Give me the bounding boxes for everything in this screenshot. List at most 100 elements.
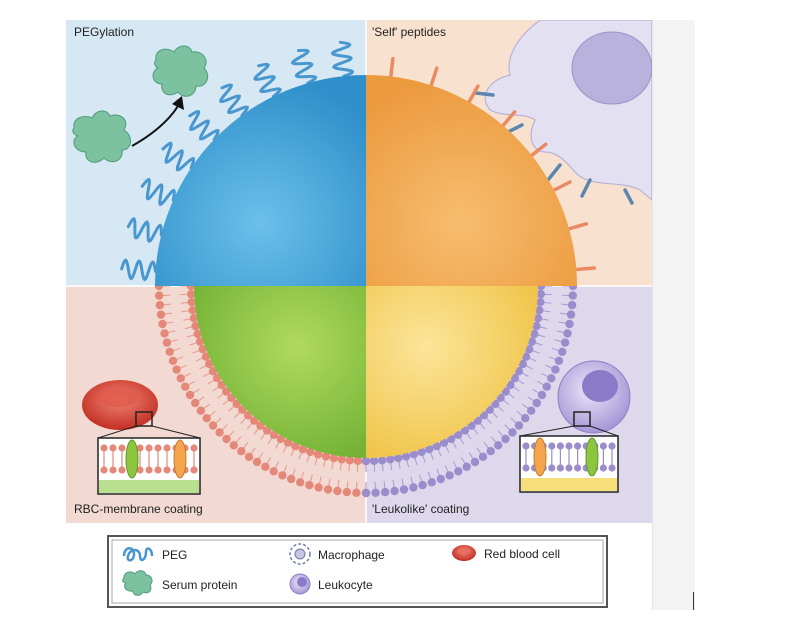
self-peptides-group — [388, 56, 597, 272]
lipid-head — [188, 306, 197, 315]
lipid-head — [521, 414, 530, 423]
peg-chain — [330, 40, 355, 78]
lipid-head — [462, 462, 471, 471]
lipid-head — [198, 345, 207, 354]
lipid-head — [537, 390, 547, 400]
lipid-head — [521, 352, 531, 361]
legend-label-peg: PEG — [162, 548, 187, 562]
lipid-head — [547, 374, 556, 383]
lipid-head — [215, 428, 224, 437]
lipid-head — [227, 393, 236, 402]
lipid-head — [305, 480, 314, 490]
lipid-head — [439, 438, 449, 447]
lipid-head — [191, 398, 200, 408]
lipid-head — [196, 406, 205, 415]
lipid-head — [536, 289, 545, 299]
lipid-head — [323, 485, 333, 494]
lipid-head — [172, 365, 181, 374]
lipid-head — [479, 411, 489, 420]
lipid-head — [473, 416, 482, 425]
lipid-head — [250, 416, 259, 425]
lipid-head — [535, 306, 544, 315]
legend-label-serum-protein: Serum protein — [162, 578, 237, 592]
lipid-head — [394, 453, 403, 463]
lipid-head — [191, 321, 200, 331]
lipid-head — [386, 455, 395, 464]
self-peptide — [565, 222, 589, 232]
lipid-head — [329, 453, 338, 463]
lipid-head — [558, 347, 567, 356]
lipid-head — [291, 441, 300, 451]
lipid-head — [187, 289, 196, 299]
peg-chain — [219, 83, 249, 117]
rbc-membrane-zoom — [97, 437, 201, 495]
lipid-head — [269, 467, 278, 476]
lipid-head — [527, 337, 537, 346]
lipid-head — [390, 486, 399, 496]
peg-chain — [188, 110, 220, 141]
lipid-head — [208, 421, 218, 430]
lipid-head — [478, 452, 488, 461]
lipid-head — [222, 434, 231, 444]
lipid-head — [536, 297, 545, 307]
peg-chain — [161, 141, 196, 172]
lipid-head — [298, 445, 307, 454]
lipid-head — [283, 438, 293, 447]
lipid-head — [229, 441, 238, 450]
lipid-head — [427, 478, 436, 487]
lipid-head — [244, 452, 254, 461]
self-peptide — [428, 66, 439, 89]
leukocyte-membrane-zoom — [519, 435, 619, 493]
legend: PEG Macrophage Red blood cell Serum prot… — [107, 535, 608, 608]
lipid-head — [510, 373, 519, 383]
membrane-protein — [585, 437, 599, 477]
lipid-head — [193, 329, 202, 339]
serum-protein-left — [72, 110, 131, 163]
lipid-head — [361, 456, 371, 466]
self-peptide — [528, 142, 548, 159]
label-pegylation: PEGylation — [74, 25, 134, 39]
lipid-head — [160, 329, 169, 338]
lipid-head — [399, 485, 409, 494]
lipid-head — [342, 487, 352, 497]
lipid-head — [380, 487, 390, 497]
lipid-head — [276, 434, 285, 444]
lipid-head — [232, 399, 241, 409]
lipid-head — [447, 434, 456, 444]
lipid-head — [501, 387, 510, 396]
lipid-head — [508, 428, 517, 437]
peg-chain — [253, 62, 282, 98]
rbc-membrane-bilayer — [154, 281, 371, 498]
lipid-head — [527, 406, 536, 415]
macrophage-receptors — [474, 91, 634, 205]
lipid-head — [278, 471, 287, 480]
nanoparticle-core — [155, 75, 577, 458]
lipid-head — [185, 390, 195, 400]
lipid-head — [551, 365, 560, 374]
membrane-protein — [533, 437, 547, 477]
side-panel-strip — [652, 20, 695, 610]
lipid-head — [542, 382, 551, 391]
lipid-head — [201, 352, 211, 361]
lipid-head — [187, 297, 196, 307]
edge-tick — [693, 592, 694, 610]
macrophage-cell — [474, 20, 652, 205]
core-quadrant-leukolike — [366, 286, 538, 458]
lipid-head — [237, 447, 246, 456]
lipid-head — [321, 452, 331, 461]
lipid-head — [496, 393, 505, 402]
lipid-head — [269, 430, 279, 439]
lipid-head — [155, 291, 164, 300]
lipid-head — [162, 338, 172, 347]
lipid-head — [501, 434, 510, 444]
lipid-head — [533, 314, 543, 323]
peg-icon — [122, 547, 154, 562]
lipid-head — [371, 488, 380, 497]
lipid-head — [563, 329, 572, 338]
lipid-head — [222, 387, 231, 396]
lipid-head — [337, 455, 346, 464]
lipid-head — [296, 478, 305, 487]
peg-chain — [126, 216, 163, 244]
red-blood-cell-icon — [452, 545, 476, 561]
